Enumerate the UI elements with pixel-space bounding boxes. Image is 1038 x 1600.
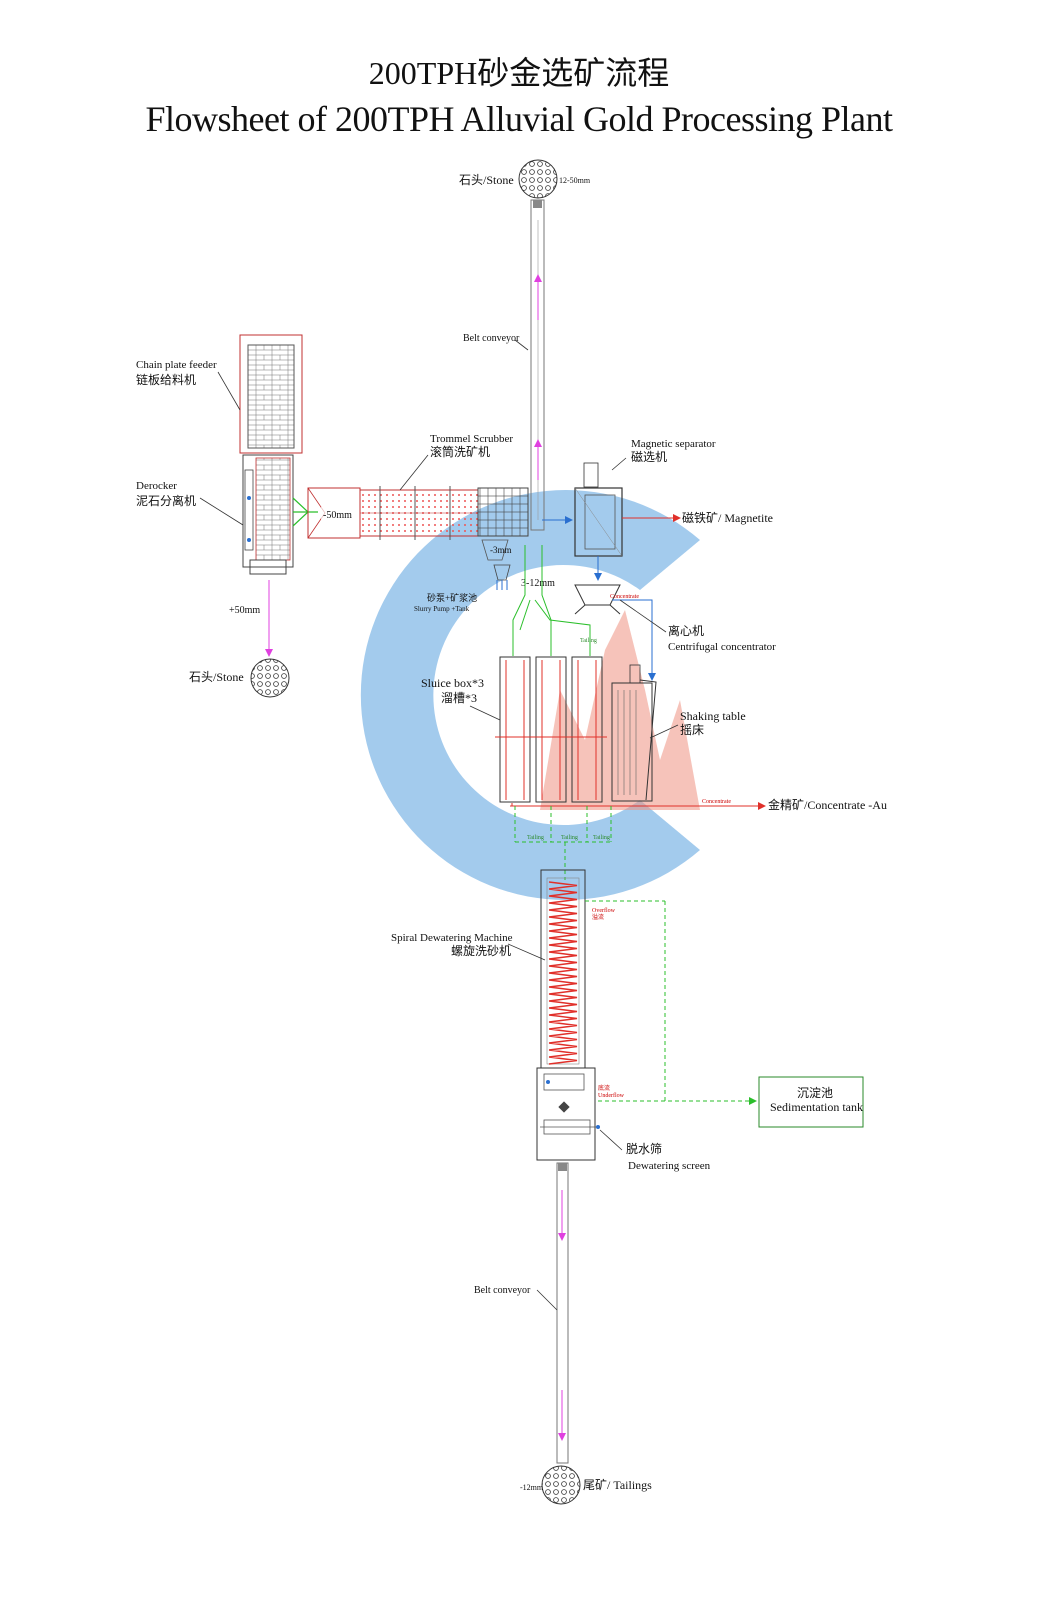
belt-conveyor-top-label: Belt conveyor <box>463 333 520 344</box>
title-english: Flowsheet of 200TPH Alluvial Gold Proces… <box>145 99 893 139</box>
tailings-pile <box>541 1465 581 1505</box>
minus-3mm-label: -3mm <box>490 545 512 555</box>
concentrate-small-label-2: Concentrate <box>702 799 731 805</box>
minus-50mm-label: -50mm <box>323 510 352 521</box>
dewatering-screen <box>536 1067 600 1161</box>
belt-conveyor-bottom-label: Belt conveyor <box>474 1285 531 1296</box>
stone-pile-top <box>518 159 558 199</box>
belt-conveyor-bottom <box>556 1162 569 1464</box>
tailing-small-label: Tailing <box>580 638 597 644</box>
flow-derocker-to-trommel <box>292 497 318 527</box>
stone-pile-left <box>250 658 290 698</box>
sedimentation-tank-cn: 沉淀池 <box>797 1086 833 1100</box>
stone-top-label: 石头/Stone <box>459 173 514 187</box>
overflow-cn: 溢流 <box>592 913 604 921</box>
magnetic-separator-cn: 磁选机 <box>631 449 667 464</box>
plus-50mm-label: +50mm <box>229 605 260 616</box>
chain-plate-feeder <box>239 334 303 454</box>
sluice-box-2 <box>535 656 567 803</box>
chain-plate-feeder-cn: 链板给料机 <box>136 372 196 387</box>
tailing-label-3: Tailing <box>593 835 610 841</box>
title-chinese: 200TPH砂金选矿流程 <box>368 55 670 91</box>
trommel-scrubber-cn: 滚筒洗矿机 <box>430 444 490 459</box>
concentrate-small-label: Concentrate <box>610 594 639 600</box>
overflow-en: Overflow <box>592 907 616 914</box>
slurry-pump-cn: 砂泵+矿浆池 <box>427 592 477 603</box>
flow-tailings-to-spiral <box>514 806 612 880</box>
sluice-box-cn: 溜槽*3 <box>441 690 477 705</box>
sedimentation-tank <box>758 1076 864 1128</box>
flow-concentrate-au <box>510 802 766 810</box>
dewatering-screen-en: Dewatering screen <box>628 1160 711 1172</box>
chain-plate-feeder-en: Chain plate feeder <box>136 359 217 371</box>
watermark-logo <box>360 490 700 900</box>
underflow-en: Underflow <box>598 1092 625 1099</box>
tailings-label: 尾矿/ Tailings <box>583 1478 652 1492</box>
spiral-blades <box>548 881 578 1065</box>
tailing-label-1: Tailing <box>527 835 544 841</box>
slurry-pump-en: Slurry Pump +Tank <box>414 605 470 613</box>
derocker <box>242 454 294 575</box>
sluice-box-3 <box>571 656 603 803</box>
derocker-cn: 泥石分离机 <box>136 493 196 508</box>
trommel-scrubber-en: Trommel Scrubber <box>430 433 513 445</box>
belt-conveyor-top <box>530 199 545 531</box>
magnetite-label: 磁铁矿/ Magnetite <box>682 510 773 525</box>
stone-top-size: 12-50mm <box>559 176 591 185</box>
stone-left-label: 石头/Stone <box>189 670 244 684</box>
size-3-12mm-label: 3-12mm <box>521 578 555 589</box>
dewatering-screen-cn: 脱水筛 <box>626 1141 662 1156</box>
tailings-size: -12mm <box>520 1483 544 1492</box>
sluice-box-en: Sluice box*3 <box>421 676 484 690</box>
underflow-cn: 底流 <box>598 1084 610 1092</box>
spiral-dewatering-machine <box>540 869 586 1069</box>
centrifugal-concentrator <box>574 584 621 615</box>
slurry-pump-tank <box>493 564 511 590</box>
centrifugal-concentrator-cn: 离心机 <box>668 623 704 638</box>
magnetic-separator-en: Magnetic separator <box>631 438 716 450</box>
derocker-en: Derocker <box>136 480 177 492</box>
centrifugal-concentrator-en: Centrifugal concentrator <box>668 641 776 653</box>
spiral-dewatering-cn: 螺旋洗砂机 <box>451 944 511 958</box>
flow-overflow-to-sedimentation <box>585 900 757 1105</box>
spiral-dewatering-en: Spiral Dewatering Machine <box>391 932 513 944</box>
tailing-label-2: Tailing <box>561 835 578 841</box>
shaking-table-cn: 摇床 <box>680 723 704 737</box>
flow-to-sluices <box>512 545 591 656</box>
concentrate-au-label: 金精矿/Concentrate -Au <box>768 797 887 812</box>
shaking-table <box>611 664 657 802</box>
sedimentation-tank-en: Sedimentation tank <box>770 1100 863 1114</box>
trommel-scrubber <box>307 486 529 561</box>
shaking-table-en: Shaking table <box>680 709 746 723</box>
sluice-box-1 <box>499 656 531 803</box>
